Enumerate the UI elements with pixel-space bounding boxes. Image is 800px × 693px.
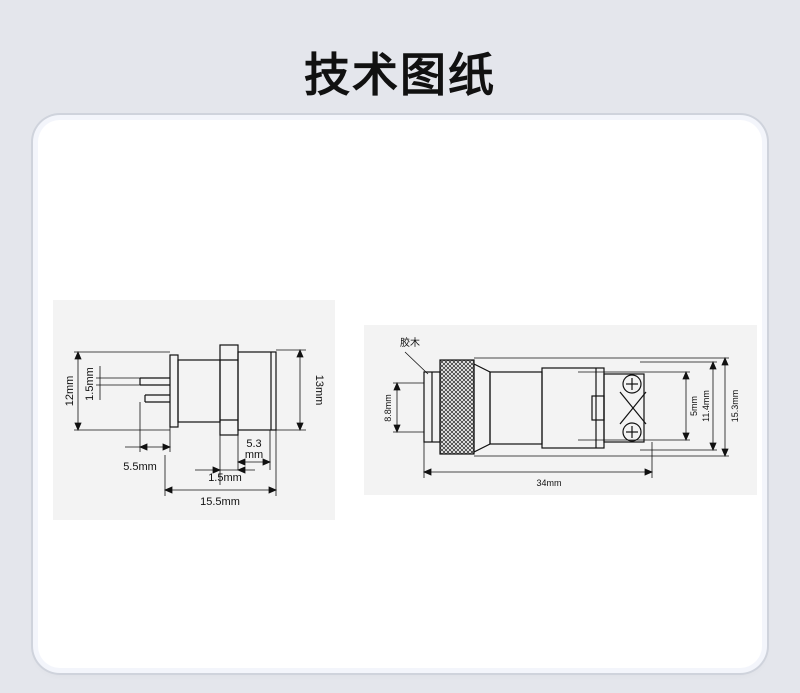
right-dimension-labels: 胶木 8.8mm 5mm 11.4mm 15.3mm 34mm <box>383 336 740 488</box>
main-body <box>489 371 543 445</box>
terminal-screw-bottom <box>622 422 642 442</box>
right-dimensions <box>393 351 729 478</box>
label-13mm: 13mm <box>313 375 325 406</box>
label-5-3: 5.3 <box>246 438 261 450</box>
label-12mm: 12mm <box>64 376 76 407</box>
threaded-body <box>237 351 277 431</box>
right-connector-drawing <box>423 359 647 455</box>
taper-section <box>473 363 491 453</box>
terminal-screw-top <box>622 374 642 394</box>
label-15-3mm: 15.3mm <box>730 390 740 423</box>
label-34mm: 34mm <box>536 478 561 488</box>
left-body <box>177 359 221 423</box>
label-8-8mm: 8.8mm <box>383 394 393 422</box>
label-11-4mm: 11.4mm <box>701 390 711 422</box>
label-rubber: 胶木 <box>400 336 420 349</box>
label-1-5mm-vertical: 1.5mm <box>84 367 96 401</box>
hex-nut <box>219 344 239 436</box>
left-dimensions <box>74 348 306 496</box>
label-5-3-unit: mm <box>245 449 263 461</box>
left-connector-drawing <box>139 344 277 436</box>
label-5mm: 5mm <box>689 396 699 416</box>
rear-body <box>541 367 605 449</box>
label-1-5mm-horizontal: 1.5mm <box>208 472 242 484</box>
left-dimension-labels: 12mm 1.5mm 13mm 5.5mm 5.3 mm 1.5mm 15.5m… <box>64 367 325 508</box>
knurled-nut <box>439 359 475 455</box>
left-flange <box>169 354 179 428</box>
page-title: 技术图纸 <box>304 48 496 102</box>
left-drawing-panel <box>53 300 335 520</box>
label-15-5mm: 15.5mm <box>200 496 240 508</box>
label-5-5mm: 5.5mm <box>123 461 157 473</box>
right-drawing-panel <box>364 325 757 495</box>
